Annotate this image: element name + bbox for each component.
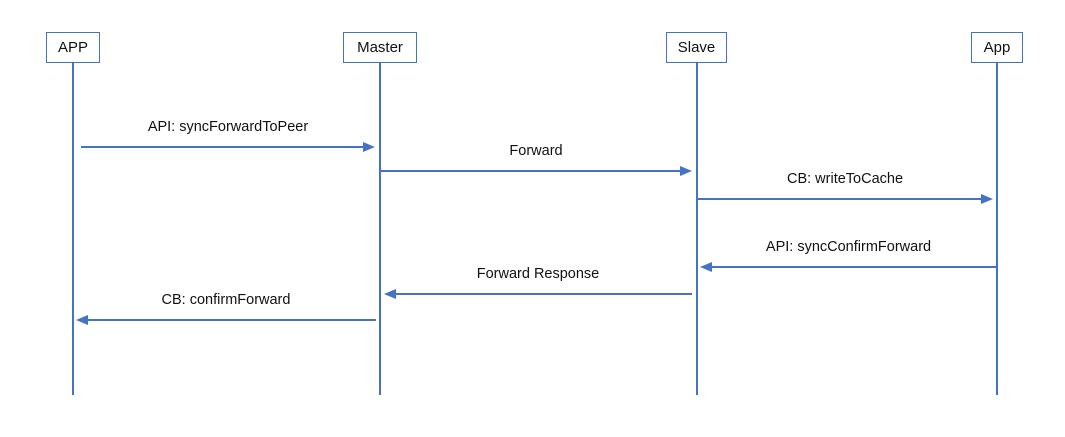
- message-forward: Forward: [380, 142, 692, 178]
- actor-label: Slave: [677, 39, 716, 56]
- actor-label: APP: [57, 39, 88, 56]
- arrowhead-right-icon: [981, 193, 993, 204]
- message-label: CB: writeToCache: [786, 171, 904, 187]
- message-line: [86, 319, 376, 321]
- lifeline-app-left: [72, 63, 74, 395]
- message-forward-response: Forward Response: [384, 265, 692, 301]
- message-line: [394, 293, 692, 295]
- arrowhead-right-icon: [680, 165, 692, 176]
- message-line: [81, 146, 365, 148]
- message-label: API: syncConfirmForward: [765, 239, 932, 255]
- actor-box-master: Master: [343, 32, 417, 63]
- message-sync-confirm-forward: API: syncConfirmForward: [700, 238, 997, 274]
- message-line: [697, 198, 983, 200]
- lifeline-master: [379, 63, 381, 395]
- message-write-to-cache: CB: writeToCache: [697, 170, 993, 206]
- message-sync-forward-to-peer: API: syncForwardToPeer: [81, 118, 375, 154]
- actor-label: Master: [357, 39, 403, 56]
- lifeline-app-right: [996, 63, 998, 395]
- message-label: Forward Response: [476, 266, 600, 282]
- message-label: Forward: [509, 143, 563, 159]
- message-confirm-forward: CB: confirmForward: [76, 291, 376, 327]
- arrowhead-left-icon: [700, 261, 712, 272]
- actor-box-app-left: APP: [46, 32, 100, 63]
- arrowhead-left-icon: [76, 314, 88, 325]
- actor-box-app-right: App: [971, 32, 1023, 63]
- message-label: CB: confirmForward: [161, 292, 291, 308]
- actor-label: App: [983, 39, 1011, 56]
- arrowhead-left-icon: [384, 288, 396, 299]
- message-line: [710, 266, 997, 268]
- actor-box-slave: Slave: [666, 32, 727, 63]
- message-label: API: syncForwardToPeer: [147, 119, 309, 135]
- lifeline-slave: [696, 63, 698, 395]
- message-line: [380, 170, 682, 172]
- arrowhead-right-icon: [363, 141, 375, 152]
